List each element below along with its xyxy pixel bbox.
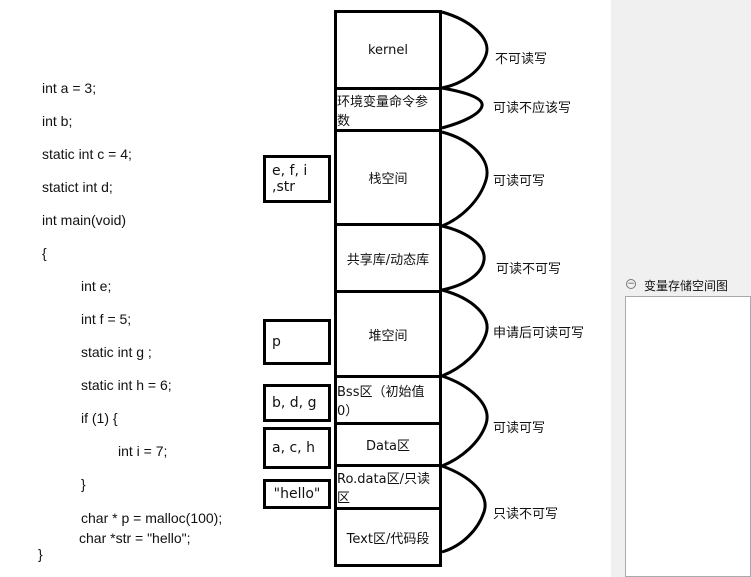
var-box-bss: b, d, g xyxy=(263,384,331,422)
code-line: } xyxy=(81,476,86,492)
var-box-rodata: "hello" xyxy=(263,479,331,509)
code-line: char * p = malloc(100); xyxy=(81,510,223,526)
segment-shared-lib: 共享库/动态库 xyxy=(334,223,442,293)
permission-label: 可读可写 xyxy=(493,174,546,189)
panel-body xyxy=(625,296,751,577)
code-line: int main(void) xyxy=(42,212,127,228)
segment-heap: 堆空间 xyxy=(334,290,442,378)
permission-label: 申请后可读可写 xyxy=(493,326,585,341)
code-line: if (1) { xyxy=(81,410,118,426)
permission-label: 只读不可写 xyxy=(493,507,559,522)
segment-text: Text区/代码段 xyxy=(334,507,442,567)
segment-rodata: Ro.data区/只读区 xyxy=(334,464,442,510)
brace xyxy=(441,288,489,378)
permission-label: 可读可写 xyxy=(493,421,546,436)
code-line: char *str = "hello"; xyxy=(79,530,191,546)
panel-title: 变量存储空间图 xyxy=(644,279,729,293)
brace xyxy=(441,374,489,468)
code-line: int i = 7; xyxy=(118,443,168,459)
code-line: int b; xyxy=(42,113,73,129)
segment-data: Data区 xyxy=(334,422,442,467)
brace xyxy=(441,464,487,554)
code-line: int a = 3; xyxy=(42,80,97,96)
var-box-data: a, c, h xyxy=(263,427,331,469)
code-line: int f = 5; xyxy=(81,311,132,327)
code-line: static int c = 4; xyxy=(42,146,132,162)
var-box-stack: e, f, i ,str xyxy=(263,155,331,203)
segment-kernel: kernel xyxy=(334,10,442,90)
permission-label: 不可读写 xyxy=(495,52,548,67)
segment-stack: 栈空间 xyxy=(334,129,442,226)
brace xyxy=(441,224,486,292)
permission-label: 可读不应该写 xyxy=(493,101,572,116)
var-box-heap: p xyxy=(263,319,331,365)
code-line: { xyxy=(42,245,47,261)
code-line: static int g ; xyxy=(81,344,152,360)
brace xyxy=(441,130,489,228)
brace xyxy=(441,10,489,90)
code-line: statict int d; xyxy=(42,179,113,195)
collapse-icon[interactable]: − xyxy=(626,279,636,289)
segment-env-args: 环境变量命令参数 xyxy=(334,87,442,132)
segment-bss: Bss区（初始值0） xyxy=(334,375,442,425)
code-line: int e; xyxy=(81,278,112,294)
code-line: } xyxy=(38,546,43,562)
code-line: static int h = 6; xyxy=(81,377,172,393)
permission-label: 可读不可写 xyxy=(496,262,562,277)
brace xyxy=(441,86,484,130)
